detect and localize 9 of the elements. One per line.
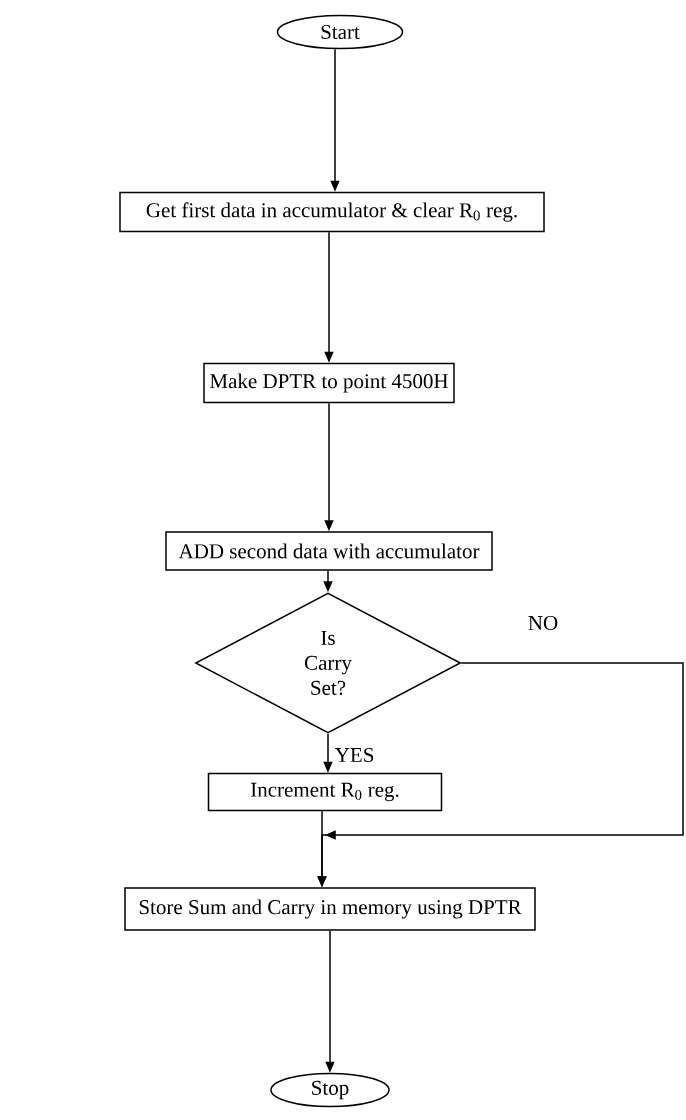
process-box: ADD second data with accumulator (165, 531, 493, 571)
process-box: Increment R$_{0}$ reg. (207, 772, 443, 812)
edge-label: YES (333, 746, 376, 764)
terminal-oval: Stop (270, 1072, 390, 1108)
terminal-oval: Start (276, 14, 404, 50)
edge-label: NO (526, 614, 560, 632)
process-box: Make DPTR to point 4500H (203, 362, 455, 404)
process-box: Get first data in accumulator & clear R$_{0}$ reg. (119, 191, 545, 233)
process-box: Store Sum and Carry in memory using DPTR (124, 887, 536, 931)
